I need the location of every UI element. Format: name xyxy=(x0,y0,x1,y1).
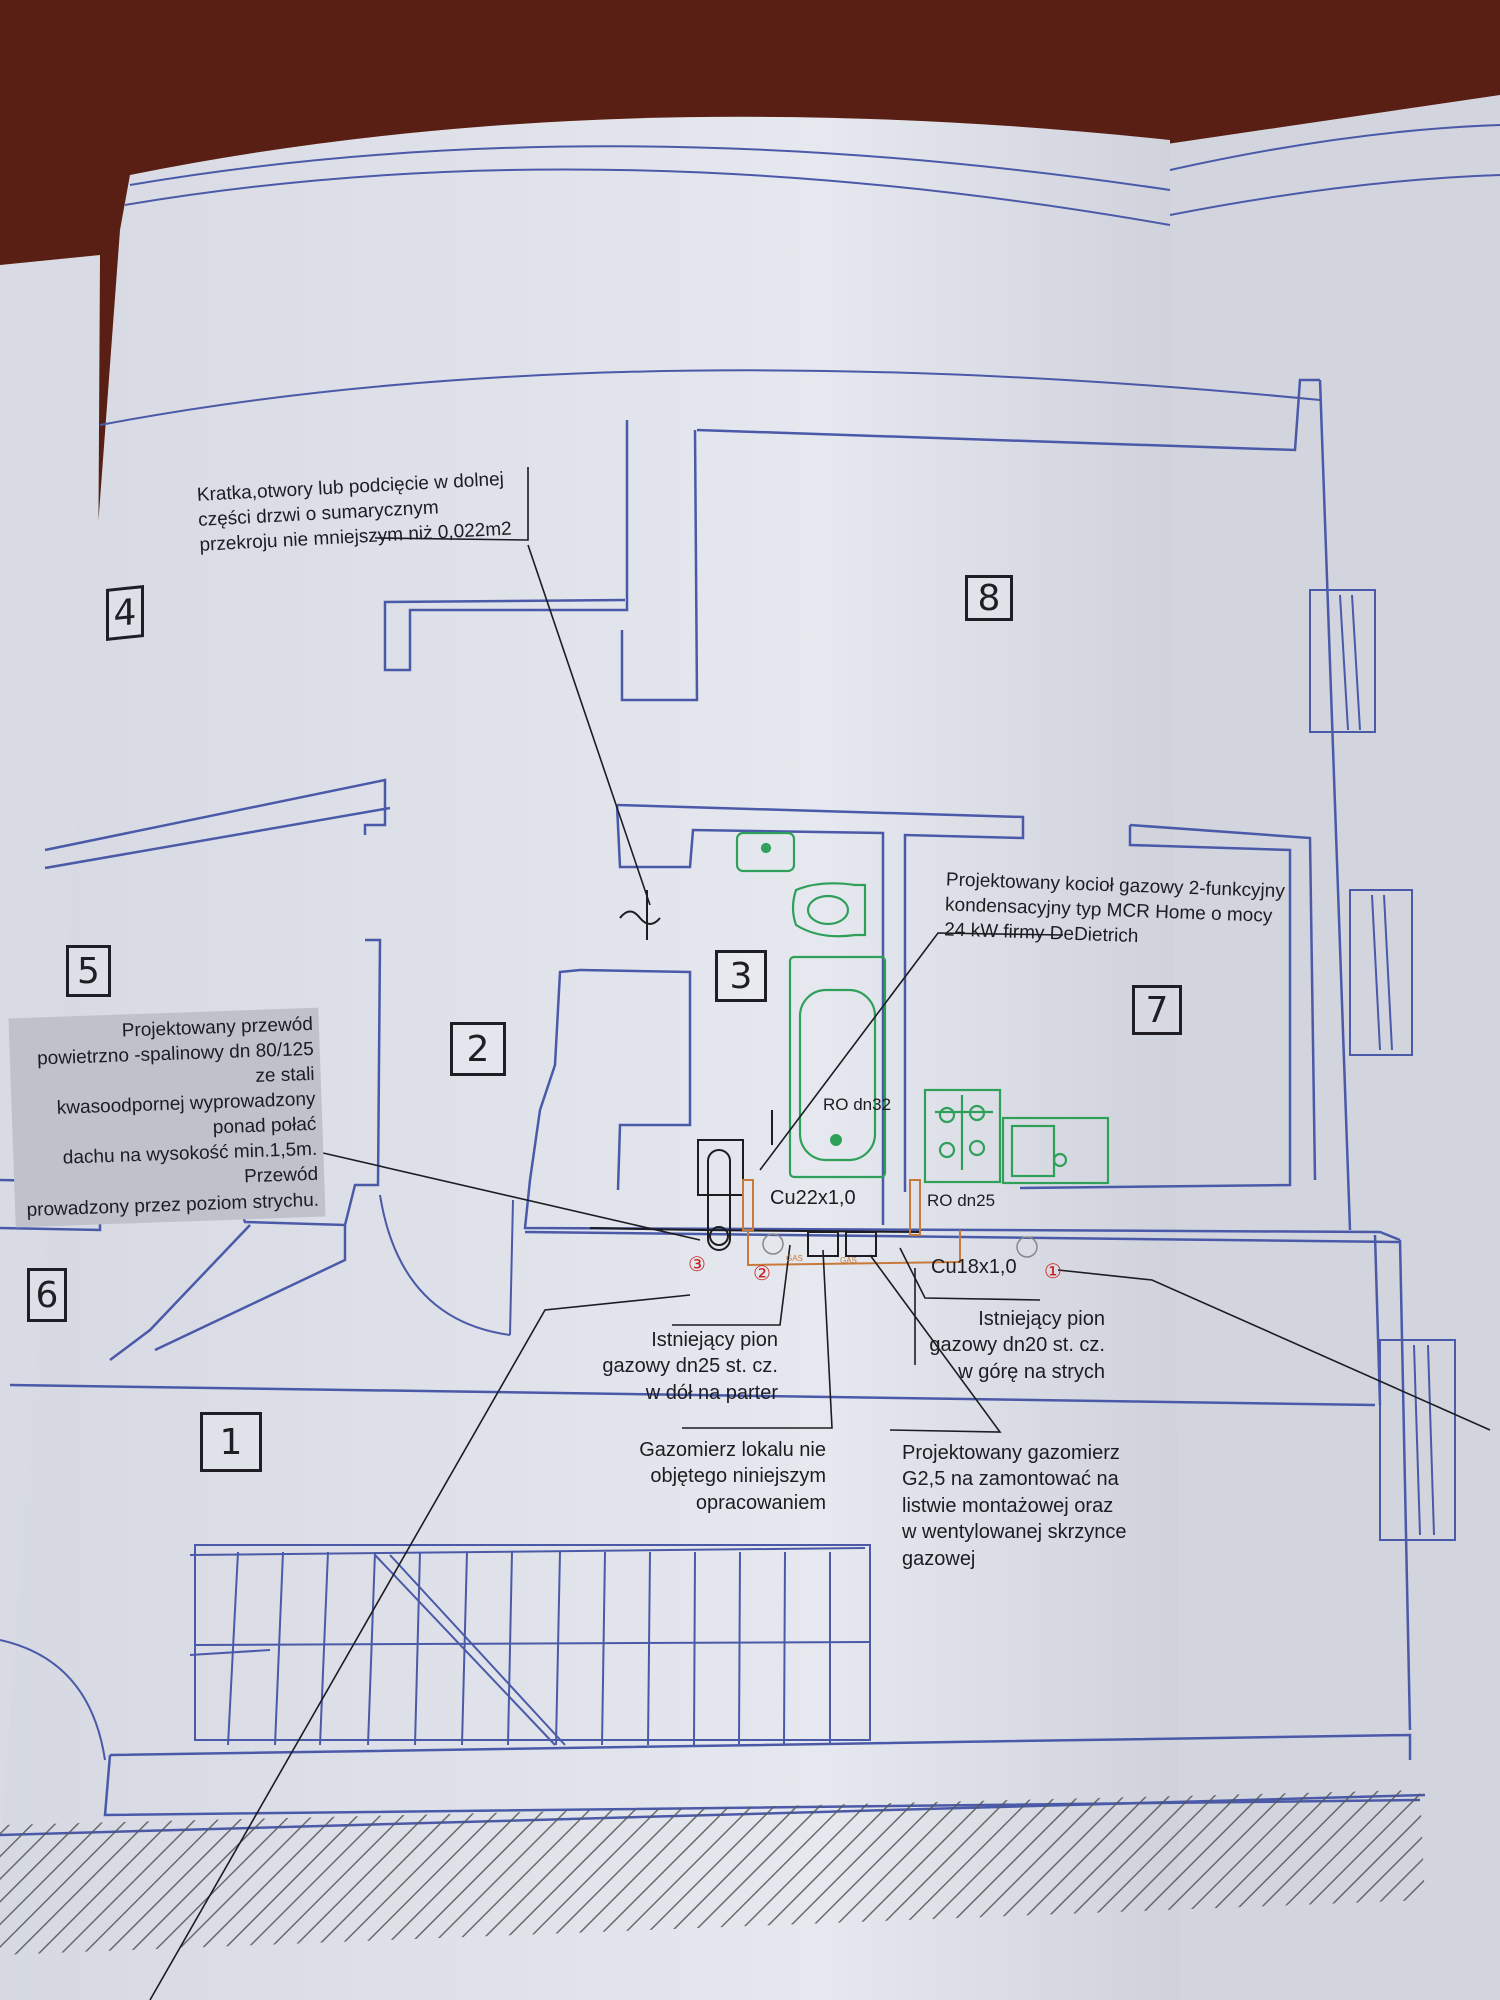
room-number-1: 1 xyxy=(200,1412,262,1472)
walls xyxy=(0,378,1426,1837)
note-boiler: Projektowany kocioł gazowy 2-funkcyjny k… xyxy=(943,869,1286,948)
room-number-5: 5 xyxy=(66,945,111,997)
pipe-label-ro-dn32: RO dn32 xyxy=(823,1095,892,1114)
room-number-3: 3 xyxy=(715,950,767,1002)
drain xyxy=(830,1134,842,1146)
riser-marker-2: ② xyxy=(753,1261,771,1285)
room-number-4: 4 xyxy=(106,585,144,641)
bathtub xyxy=(788,955,887,1179)
pipe-runs xyxy=(742,1179,961,1267)
room-number-7: 7 xyxy=(1132,985,1182,1035)
staircase xyxy=(189,1544,871,1746)
gas-mark-1: GAS xyxy=(786,1254,803,1263)
right-page xyxy=(1160,95,1500,2000)
room-number-8: 8 xyxy=(965,575,1013,621)
pipe-label-cu22: Cu22x1,0 xyxy=(770,1187,856,1209)
note-meter-new: Projektowany gazomierz G2,5 na zamontowa… xyxy=(902,1442,1127,1570)
room-number-6: 6 xyxy=(27,1268,67,1322)
kitchen-sink xyxy=(1001,1116,1110,1185)
note-flue: Projektowany przewód powietrzno -spalino… xyxy=(8,1007,326,1227)
boiler-unit xyxy=(697,1139,744,1196)
page-border-lines xyxy=(99,124,1500,426)
riser-marker-3: ③ xyxy=(688,1252,706,1276)
flue-pipe xyxy=(707,1149,731,1251)
washbasin xyxy=(735,831,796,873)
riser-marker-1: ① xyxy=(1044,1259,1062,1283)
note-meter-other: Gazomierz lokalu nie objętego niniejszym… xyxy=(639,1439,826,1514)
risers-circles xyxy=(762,1233,1038,1258)
note-riser-up: Istniejący pion gazowy dn20 st. cz. w gó… xyxy=(929,1308,1105,1383)
sanitary-fixtures xyxy=(735,831,1110,1185)
door-swings xyxy=(0,1194,514,1761)
pipe-label-ro-dn25: RO dn25 xyxy=(927,1191,996,1210)
windows xyxy=(1309,589,1456,1541)
main-page xyxy=(0,116,1180,2000)
gas-mark-2: GAS xyxy=(840,1256,857,1265)
room-number-2: 2 xyxy=(450,1022,506,1076)
stove xyxy=(923,1088,1002,1184)
note-riser-down: Istniejący pion gazowy dn25 st. cz. w dó… xyxy=(602,1329,778,1404)
toilet xyxy=(791,882,867,938)
basin-drain xyxy=(763,845,769,851)
pipe-label-cu18: Cu18x1,0 xyxy=(931,1256,1017,1278)
boiler-assembly xyxy=(589,1139,921,1257)
hatched-slab xyxy=(0,1790,1425,1955)
